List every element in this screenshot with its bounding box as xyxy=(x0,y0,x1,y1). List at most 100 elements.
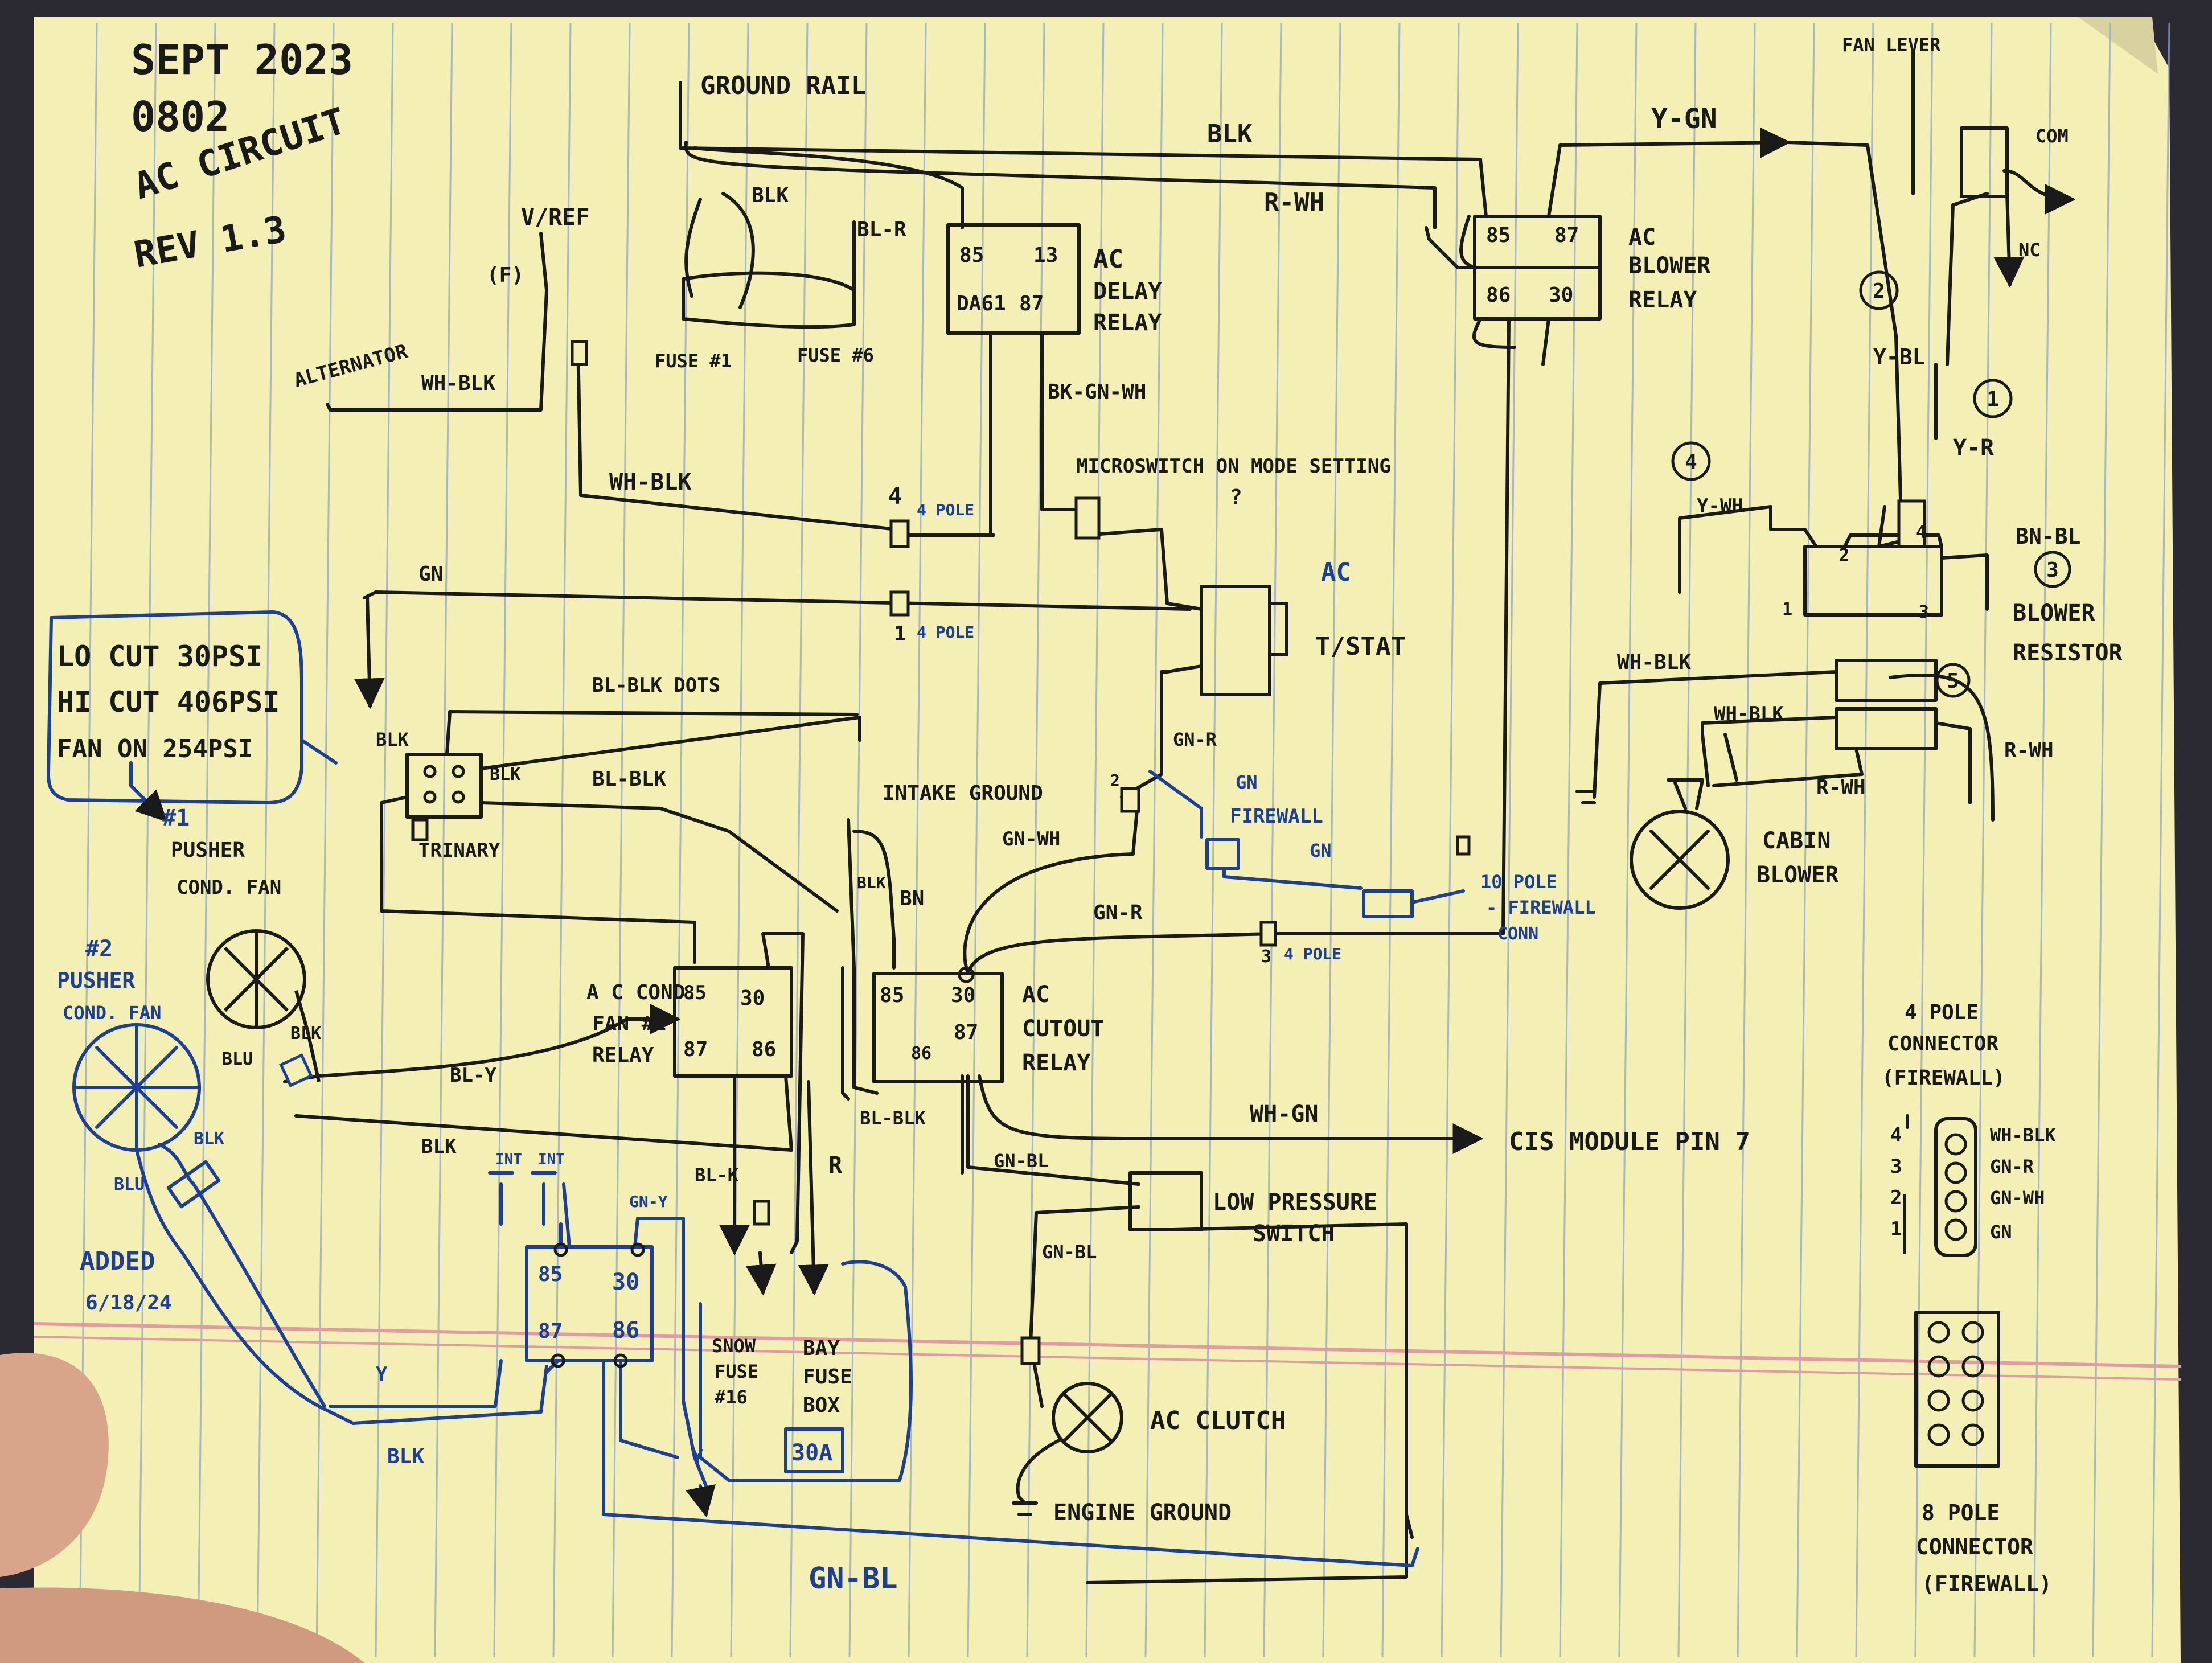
resistor-pin-1: 1 xyxy=(1782,599,1792,619)
ruled-line xyxy=(1500,22,1519,1657)
header-model: 0802 xyxy=(131,93,229,141)
connector-markers xyxy=(411,340,1926,1365)
fan-relay-label-3: RELAY xyxy=(592,1044,654,1067)
ruled-line xyxy=(671,22,690,1657)
added-relay-pin-85: 85 xyxy=(538,1263,563,1286)
circled-marker-text: 1 2 3 4 5 xyxy=(1685,280,2059,693)
label-snow-fuse-1: SNOW xyxy=(712,1335,756,1357)
fan-relay-pin-86: 86 xyxy=(752,1038,776,1061)
ruled-line xyxy=(1441,22,1460,1657)
fan-relay-label-1: A C COND. xyxy=(586,981,697,1004)
header-date: SEPT 2023 xyxy=(131,36,353,84)
ac-clutch-symbol xyxy=(1052,1382,1123,1453)
wire-label-r-wh-r1: R-WH xyxy=(1816,776,1866,799)
trinary-fan-on: FAN ON 254PSI xyxy=(57,734,253,763)
label-cis-module: CIS MODULE PIN 7 xyxy=(1509,1127,1750,1156)
label-ac-tstat-2: T/STAT xyxy=(1315,632,1406,661)
label-bay-fuse-2: FUSE xyxy=(803,1365,852,1389)
label-ten-pole-2: - FIREWALL xyxy=(1486,897,1596,918)
label-intake-ground: INTAKE GROUND xyxy=(883,782,1043,805)
trinary-box xyxy=(405,753,483,819)
label-pusher2-2: PUSHER xyxy=(57,968,135,993)
cutout-relay-pin-87: 87 xyxy=(954,1021,978,1044)
label-conn8-1: 8 POLE xyxy=(1922,1500,2000,1525)
wire-label-gn-r-a: GN-R xyxy=(1173,729,1217,750)
wire-label-bn-bl: BN-BL xyxy=(2016,524,2080,549)
blower-relay-label-1: AC xyxy=(1628,224,1656,251)
conn4-pin-4: 4 xyxy=(1890,1124,1902,1147)
ruled-line xyxy=(1914,22,1934,1657)
resistor-pin-3: 3 xyxy=(1919,602,1929,622)
label-pusher1-3: COND. FAN xyxy=(177,876,281,899)
ruled-line xyxy=(1855,22,1874,1657)
ruled-line xyxy=(552,22,572,1657)
wire-label-wh-blk-alt: WH-BLK xyxy=(421,372,495,395)
ruled-line xyxy=(197,22,216,1657)
conn4-pin-1: 1 xyxy=(1890,1218,1902,1241)
label-question: ? xyxy=(1230,486,1242,509)
label-added-1: ADDED xyxy=(80,1247,155,1276)
blue-connector-markers xyxy=(279,1053,313,1087)
cutout-relay-label-3: RELAY xyxy=(1022,1050,1090,1076)
label-conn8-2: CONNECTOR xyxy=(1916,1534,2033,1559)
wire-blk-top xyxy=(679,81,1488,218)
wire-r-wh-top xyxy=(684,141,1437,229)
four-pole-connector xyxy=(1934,1117,1977,1257)
ruled-line xyxy=(315,22,335,1657)
wire-label-gn-wh: GN-WH xyxy=(1002,828,1060,851)
wire-label-y-gn: Y-GN xyxy=(1651,103,1717,135)
conn4-wire-4: WH-BLK xyxy=(1990,1124,2056,1146)
label-nc: NC xyxy=(2018,239,2041,261)
wire-label-gn-bl-b: GN-BL xyxy=(1042,1241,1097,1263)
bay-fuse-30a-box xyxy=(784,1427,844,1473)
label-fuse-1: FUSE #1 xyxy=(655,350,732,372)
wire-label-gn-top: GN xyxy=(418,562,443,586)
conn4-pin-3: 3 xyxy=(1890,1155,1902,1178)
wire-label-gn-y: GN-Y xyxy=(629,1192,668,1211)
cutout-relay-pin-85: 85 xyxy=(880,984,904,1007)
blower-relay-label-3: RELAY xyxy=(1628,287,1697,313)
label-fuse-6: FUSE #6 xyxy=(797,344,874,366)
blower-relay-pin-30: 30 xyxy=(1549,284,1573,307)
label-conn8-3: (FIREWALL) xyxy=(1922,1571,2052,1596)
label-conn4-2: CONNECTOR xyxy=(1887,1032,1998,1056)
wire-label-bl-k: BL-K xyxy=(695,1164,739,1186)
label-4-pole-c: 4 POLE xyxy=(1284,945,1341,963)
conn4-pin-2: 2 xyxy=(1890,1186,1902,1209)
wire-label-bn: BN xyxy=(900,887,924,910)
trinary-pressure-box xyxy=(47,610,303,804)
delay-relay-pin-86: DA61 xyxy=(957,292,1006,315)
label-com: COM xyxy=(2035,125,2069,147)
ruled-line xyxy=(1618,22,1638,1657)
added-relay-pin-86: 86 xyxy=(612,1317,639,1344)
margin-line xyxy=(34,1322,2181,1368)
label-pin-1: 1 xyxy=(894,622,906,646)
cabin-blower-symbol xyxy=(1630,810,1730,910)
wire-label-bl-blk: BL-BLK xyxy=(592,767,666,791)
margin-line-2 xyxy=(34,1336,2181,1381)
label-blower-resistor-1: BLOWER xyxy=(2013,600,2095,626)
wire-label-gn-r-b: GN-R xyxy=(1093,901,1143,925)
thumb xyxy=(0,1353,109,1577)
wire-label-gn-bl-blue: GN-BL xyxy=(809,1562,898,1596)
ac-delay-relay-box xyxy=(946,223,1081,335)
label-conn4-1: 4 POLE xyxy=(1905,1001,1979,1024)
blower-relay-pin-87: 87 xyxy=(1554,224,1579,247)
label-snow-fuse-3: #16 xyxy=(715,1386,748,1408)
ruled-line xyxy=(256,22,276,1657)
wire-label-r: R xyxy=(828,1152,843,1179)
wire-label-blk-trinary-2: BLK xyxy=(490,765,520,785)
fan-relay-pin-87: 87 xyxy=(683,1038,708,1061)
wire-label-bl-y: BL-Y xyxy=(450,1064,496,1087)
wire-label-blu-2: BLU xyxy=(114,1175,145,1194)
fan-relay-pin-30: 30 xyxy=(740,987,765,1010)
wire-label-wh-blk-r2: WH-BLK xyxy=(1714,703,1784,725)
wire-label-y-b: Y xyxy=(692,1446,704,1468)
label-conn4-3: (FIREWALL) xyxy=(1882,1066,2005,1090)
label-4-pole-b: 4 POLE xyxy=(917,623,974,642)
added-relay-pin-30: 30 xyxy=(612,1269,639,1295)
marker-5: 5 xyxy=(1947,670,1959,693)
wire-label-wh-blk-mid: WH-BLK xyxy=(609,469,692,495)
marker-4: 4 xyxy=(1685,450,1697,474)
